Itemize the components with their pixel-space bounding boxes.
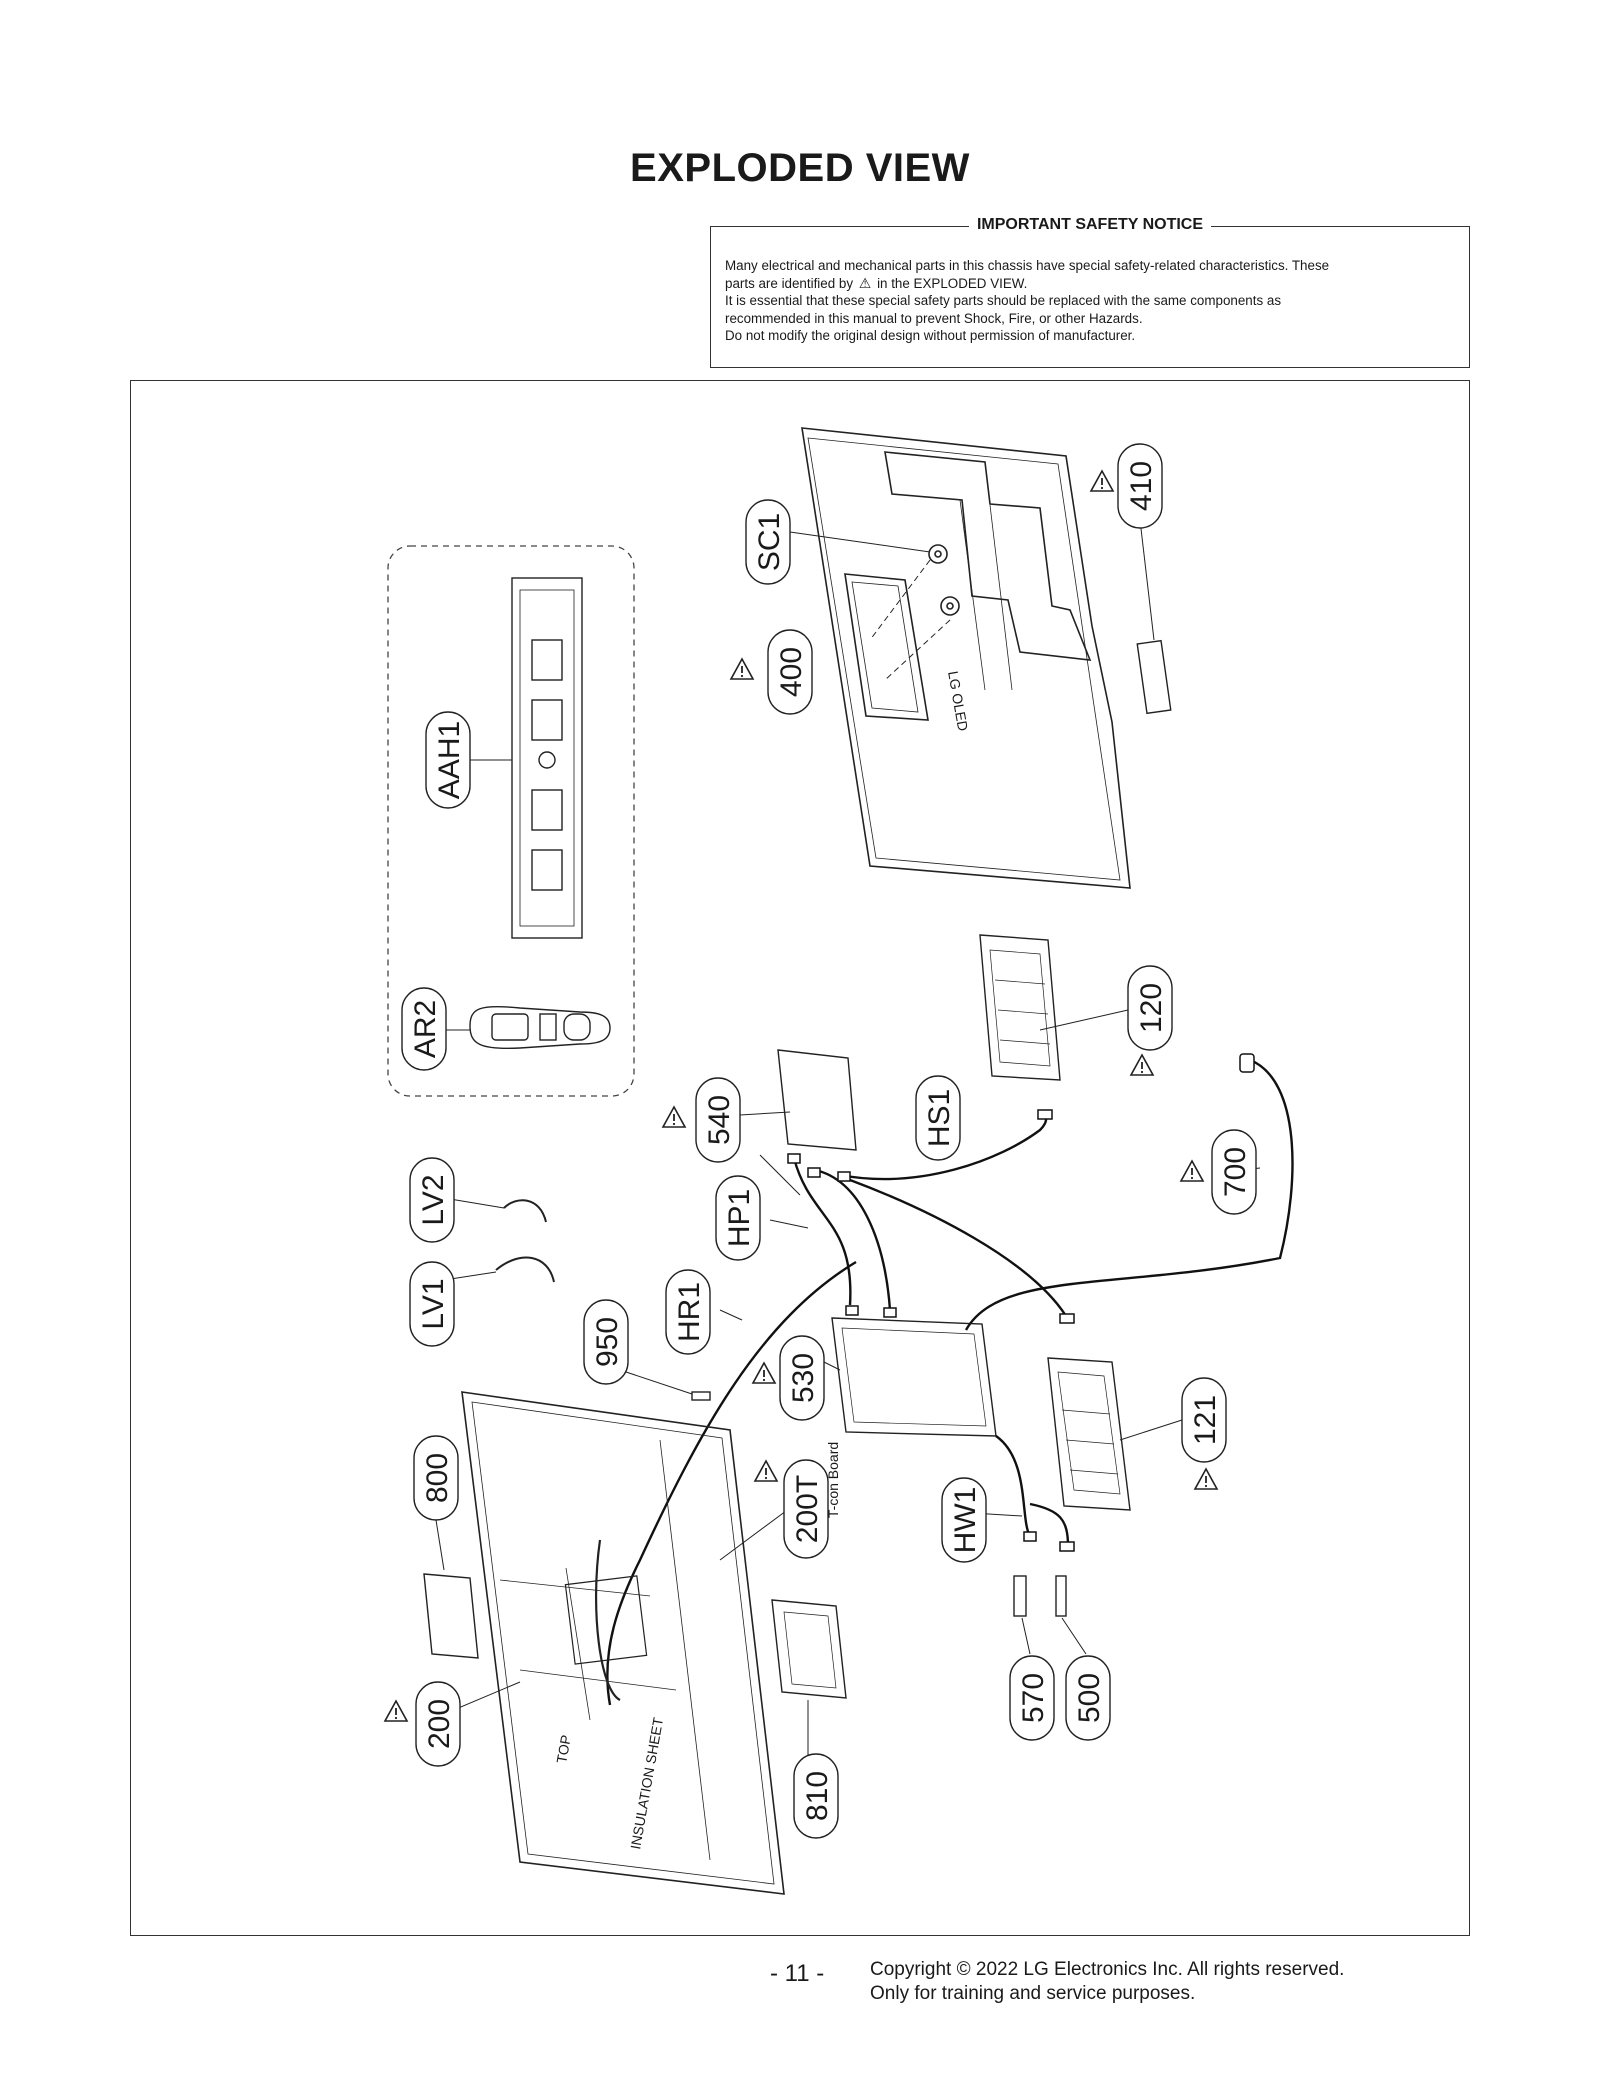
callout-200: 200 [384,1681,461,1767]
svg-text:200: 200 [423,1699,456,1749]
wall-bracket-aah1 [511,577,583,939]
warning-triangle-icon [1130,1054,1154,1076]
svg-text:800: 800 [421,1453,454,1503]
callout-lv2: LV2 [409,1157,455,1243]
callout-530: 530 [752,1335,825,1421]
notice-line-4: recommended in this manual to prevent Sh… [725,310,1143,326]
svg-text:AR2: AR2 [409,1000,442,1058]
screw-sc1 [928,544,960,616]
svg-text:200T: 200T [791,1475,824,1543]
svg-text:120: 120 [1135,983,1168,1033]
back-cover-logo: LG OLED [945,670,971,733]
warning-triangle-icon [1090,470,1114,492]
svg-text:500: 500 [1073,1673,1106,1723]
callout-hs1: HS1 [915,1075,961,1161]
remote-ar2 [469,1005,611,1050]
svg-text:400: 400 [775,647,808,697]
tcon-board-label: T-con Board [825,1442,841,1518]
svg-text:530: 530 [787,1353,820,1403]
svg-text:810: 810 [801,1771,834,1821]
svg-text:HS1: HS1 [923,1089,956,1147]
warning-triangle-icon [662,1106,686,1128]
svg-text:SC1: SC1 [753,513,786,571]
copyright-footer: Copyright © 2022 LG Electronics Inc. All… [870,1958,1344,2006]
svg-text:121: 121 [1189,1395,1222,1445]
power-board-121 [1047,1357,1131,1511]
safety-notice-text: Many electrical and mechanical parts in … [725,257,1455,345]
safety-notice-heading: IMPORTANT SAFETY NOTICE [968,216,1212,233]
warning-triangle-icon [1194,1468,1218,1490]
part-810 [771,1599,847,1699]
panel-top-text: TOP [553,1734,574,1765]
power-board-120 [979,934,1061,1081]
board-540 [777,1049,857,1151]
usage-line: Only for training and service purposes. [870,1983,1196,2004]
callout-410: 410 [1090,443,1163,529]
notice-line-1: Many electrical and mechanical parts in … [725,258,1330,273]
callout-570: 570 [1009,1655,1055,1741]
warning-triangle-icon [384,1700,408,1722]
callout-810: 810 [793,1753,839,1839]
warning-triangle-icon: ⚠ [858,274,872,291]
svg-text:570: 570 [1017,1673,1050,1723]
svg-text:HW1: HW1 [949,1487,982,1554]
svg-text:LV2: LV2 [417,1174,450,1225]
warning-triangle-icon [730,658,754,680]
callout-200t: 200T T-con Board [754,1442,841,1559]
panel-insulation-text: INSULATION SHEET [627,1716,666,1851]
svg-text:540: 540 [703,1095,736,1145]
callout-950: 950 [583,1299,629,1385]
page-title: EXPLODED VIEW [630,146,970,190]
svg-text:950: 950 [591,1317,624,1367]
callout-700: 700 [1180,1129,1257,1215]
part-410 [1136,639,1172,715]
callout-800: 800 [413,1435,459,1521]
part-800 [423,1573,479,1659]
lvds-cables [495,1199,555,1283]
part-950 [691,1391,711,1401]
copyright-line: Copyright © 2022 LG Electronics Inc. All… [870,1959,1345,1980]
back-cover-400 [801,427,1131,889]
tcon-board-530 [831,1317,997,1437]
diagram-frame [130,380,1470,1936]
page-number: - 11 - [770,1960,825,1987]
notice-line-5: Do not modify the original design withou… [725,328,1136,343]
callout-400: 400 [730,629,813,715]
callout-hp1: HP1 [715,1175,761,1261]
safety-notice-box: IMPORTANT SAFETY NOTICE Many electrical … [710,216,1470,368]
callout-hw1: HW1 [941,1477,987,1563]
svg-text:HR1: HR1 [673,1282,706,1342]
callout-540: 540 [662,1077,741,1163]
callout-aah1: AAH1 [425,711,471,809]
warning-triangle-icon [752,1362,776,1384]
svg-text:AAH1: AAH1 [433,721,466,799]
svg-text:700: 700 [1219,1147,1252,1197]
svg-text:410: 410 [1125,461,1158,511]
svg-text:LV1: LV1 [417,1278,450,1329]
notice-line-3: It is essential that these special safet… [725,293,1282,308]
callout-121: 121 [1181,1377,1227,1490]
callout-sc1: SC1 [745,499,791,585]
callout-ar2: AR2 [401,987,447,1071]
cable-connectors [787,1053,1255,1552]
callout-500: 500 [1065,1655,1111,1741]
callout-hr1: HR1 [665,1269,711,1355]
callout-lv1: LV1 [409,1261,455,1347]
notice-line-2: parts are identified by ⚠ in the EXPLODE… [725,274,1028,291]
warning-triangle-icon [754,1460,778,1482]
accessory-box [387,545,635,1097]
parts-570-500 [1013,1575,1067,1617]
callout-120: 120 [1127,965,1173,1076]
panel-frame-200 [461,1391,785,1895]
warning-triangle-icon [1180,1160,1204,1182]
svg-text:HP1: HP1 [723,1189,756,1247]
